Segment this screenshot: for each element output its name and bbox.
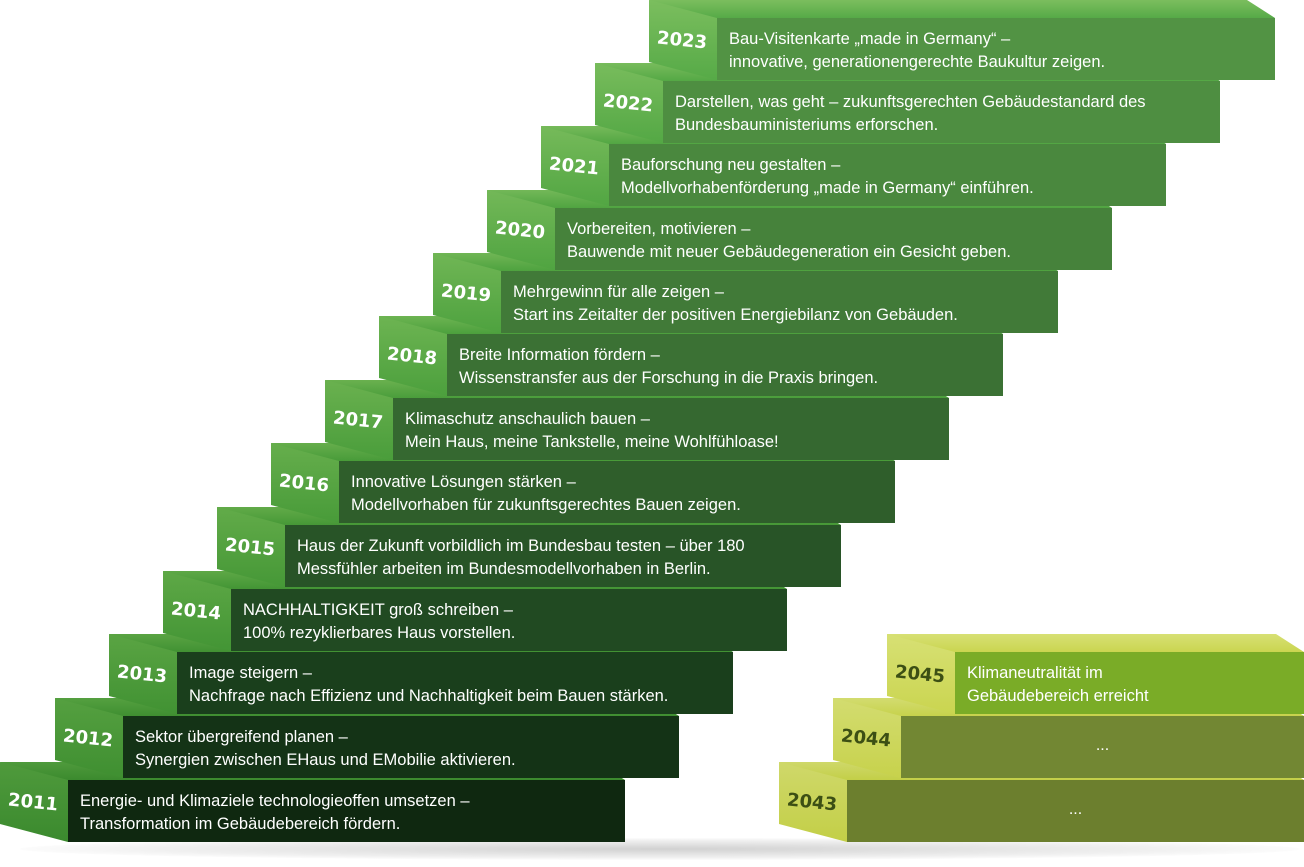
step-text-line2: Modellvorhabenförderung „made in Germany… [621, 179, 1034, 197]
step-text-line2: Mein Haus, meine Tankstelle, meine Wohlf… [405, 433, 779, 451]
step-text-line1: Innovative Lösungen stärken – [351, 473, 576, 491]
step-top-face [887, 634, 1304, 652]
step-text-line2: Synergien zwischen EHaus und EMobilie ak… [135, 751, 516, 769]
step-text-line2: Modellvorhaben für zukunftsgerechtes Bau… [351, 496, 741, 514]
step-text-line1: Mehrgewinn für alle zeigen – [513, 283, 724, 301]
step-text-line1: Sektor übergreifend planen – [135, 728, 348, 746]
step-text-line1: Image steigern – [189, 664, 312, 682]
step-text-line1: Haus der Zukunft vorbildlich im Bundesba… [297, 537, 745, 555]
step-text-line1: Klimaschutz anschaulich bauen – [405, 410, 650, 428]
step-text-line1: Darstellen, was geht – zukunftsgerechten… [675, 93, 1146, 111]
step-text-line1: Vorbereiten, motivieren – [567, 220, 751, 238]
step-front-face: Breite Information fördern – Wissenstran… [447, 334, 1003, 396]
step-front-face: ... [901, 716, 1304, 778]
step-front-face: Vorbereiten, motivieren – Bauwende mit n… [555, 208, 1112, 270]
step-text-line1: Bauforschung neu gestalten – [621, 156, 841, 174]
step-text-line1: Breite Information fördern – [459, 346, 660, 364]
step-text-line1: Energie- und Klimaziele technologieoffen… [80, 792, 470, 810]
floor-shadow [20, 838, 1300, 860]
step-front-face: Darstellen, was geht – zukunftsgerechten… [663, 81, 1220, 143]
step-top-face [649, 0, 1275, 18]
step-text-line2: Start ins Zeitalter der positiven Energi… [513, 306, 958, 324]
step-front-face: Innovative Lösungen stärken – Modellvorh… [339, 461, 895, 523]
step-placeholder-text: ... [1068, 801, 1083, 818]
step-text-line2: Gebäudebereich erreicht [967, 687, 1149, 705]
step-placeholder-text: ... [1095, 737, 1110, 754]
step-front-face: ... [847, 780, 1304, 842]
step-front-face: Klimaneutralität im Gebäudebereich errei… [955, 652, 1304, 714]
step-2045: 2045 Klimaneutralität im Gebäudebereich … [887, 634, 1304, 714]
step-text-line2: Transformation im Gebäudebereich fördern… [80, 815, 401, 833]
step-front-face: Sektor übergreifend planen – Synergien z… [123, 716, 679, 778]
step-front-face: NACHHALTIGKEIT groß schreiben – 100% rez… [231, 589, 787, 651]
step-front-face: Image steigern – Nachfrage nach Effizien… [177, 652, 733, 714]
step-front-face: Bau-Visitenkarte „made in Germany“ – inn… [717, 18, 1275, 80]
step-text-line2: Nachfrage nach Effizienz und Nachhaltigk… [189, 687, 669, 705]
step-text-line2: innovative, generationengerechte Baukult… [729, 53, 1106, 71]
step-front-face: Bauforschung neu gestalten – Modellvorha… [609, 144, 1166, 206]
step-text-line1: Bau-Visitenkarte „made in Germany“ – [729, 30, 1011, 48]
step-text-line1: Klimaneutralität im [967, 664, 1103, 682]
step-text-line2: Bundesbauministeriums erforschen. [675, 116, 939, 134]
step-front-face: Mehrgewinn für alle zeigen – Start ins Z… [501, 271, 1058, 333]
step-front-face: Energie- und Klimaziele technologieoffen… [68, 780, 625, 842]
step-text-line2: Wissenstransfer aus der Forschung in die… [459, 369, 879, 387]
step-text-line2: Messfühler arbeiten im Bundesmodellvorha… [297, 560, 711, 578]
step-text-line2: 100% rezyklierbares Haus vorstellen. [243, 624, 516, 642]
step-text-line1: NACHHALTIGKEIT groß schreiben – [243, 601, 513, 619]
step-text-line2: Bauwende mit neuer Gebäudegeneration ein… [567, 243, 1011, 261]
step-front-face: Klimaschutz anschaulich bauen – Mein Hau… [393, 398, 949, 460]
step-2023: 2023 Bau-Visitenkarte „made in Germany“ … [649, 0, 1275, 80]
step-front-face: Haus der Zukunft vorbildlich im Bundesba… [285, 525, 841, 587]
